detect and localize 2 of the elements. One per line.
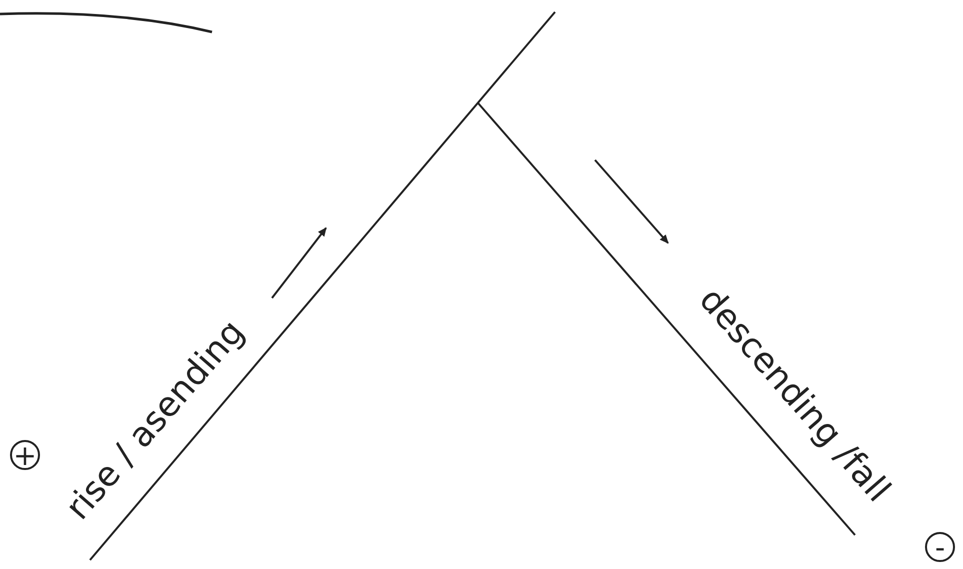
sign-symbol: - (925, 532, 955, 562)
sign-symbol: + (10, 440, 40, 470)
